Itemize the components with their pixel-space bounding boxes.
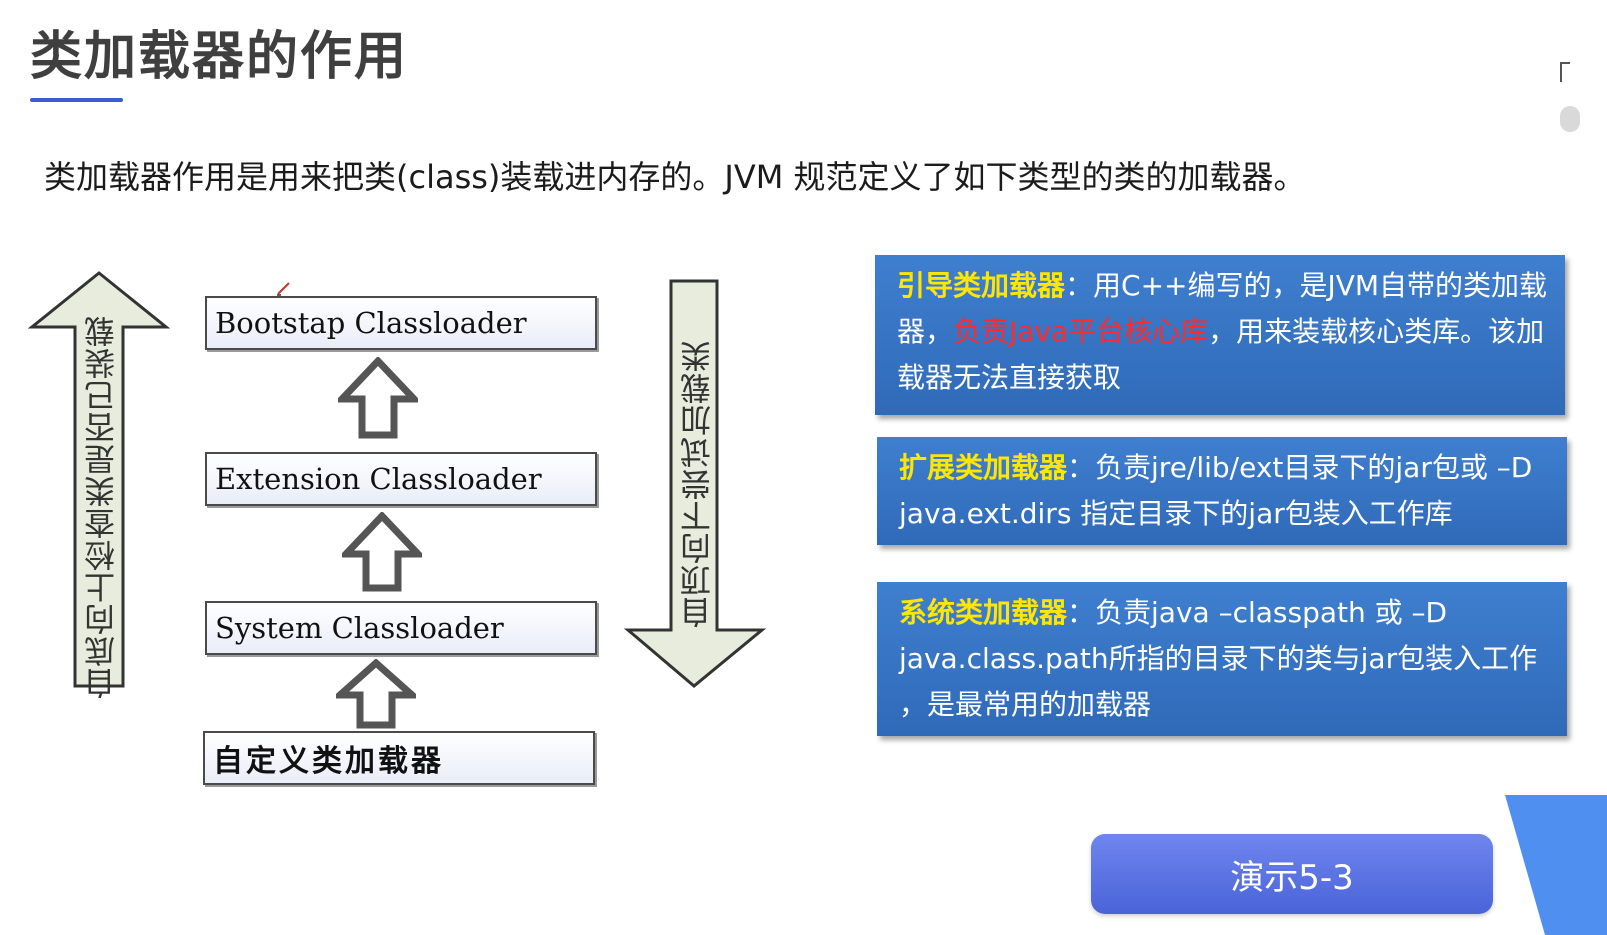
intro-text: 类加载器作用是用来把类(class)装载进内存的。JVM 规范定义了如下类型的类… — [44, 158, 1306, 196]
up-arrow-icon — [338, 357, 418, 439]
system-loader-card: 系统类加载器：负责java –classpath 或 –D java.class… — [877, 582, 1567, 736]
pen-cursor-icon — [277, 282, 290, 296]
top-down-label: 自顶向下尝试加载类 — [681, 340, 717, 628]
edge-bar — [1560, 62, 1570, 82]
card-heading: 扩展类加载器 — [899, 451, 1068, 484]
bootstrap-classloader-box: Bootstap Classloader — [205, 296, 597, 350]
extension-classloader-box: Extension Classloader — [205, 452, 597, 506]
card-heading: 引导类加载器 — [897, 269, 1066, 302]
bootstrap-loader-card: 引导类加载器：用C++编写的，是JVM自带的类加载器，负责Java平台核心库，用… — [875, 255, 1565, 415]
top-down-arrow — [624, 279, 766, 688]
title-underline — [30, 98, 123, 102]
page-title: 类加载器的作用 — [30, 27, 409, 87]
card-text: ：负责jre/lib/ext目录下的jar包或 –D java.ext.dirs… — [899, 451, 1533, 530]
bottom-up-label: 自底向上检查类是否已装载 — [85, 315, 121, 699]
corner-decoration — [1505, 795, 1607, 935]
extension-loader-card: 扩展类加载器：负责jre/lib/ext目录下的jar包或 –D java.ex… — [877, 437, 1567, 545]
bottom-up-arrow — [28, 271, 170, 688]
card-highlight: 负责Java平台核心库 — [953, 315, 1209, 348]
card-text: ，用来装载核心类库。该加载器无法直接获取 — [897, 315, 1545, 394]
demo-button[interactable]: 演示5-3 — [1091, 834, 1493, 914]
up-arrow-icon — [342, 512, 422, 592]
card-text: ：负责java –classpath 或 –D java.class.path所… — [899, 596, 1538, 721]
system-classloader-box: System Classloader — [205, 601, 597, 655]
up-arrow-icon — [336, 659, 416, 729]
edge-circle — [1560, 106, 1580, 132]
card-heading: 系统类加载器 — [899, 596, 1068, 629]
card-text: ：用C++编写的，是JVM自带的类加载器， — [897, 269, 1548, 348]
custom-classloader-box: 自定义类加载器 — [203, 731, 595, 785]
